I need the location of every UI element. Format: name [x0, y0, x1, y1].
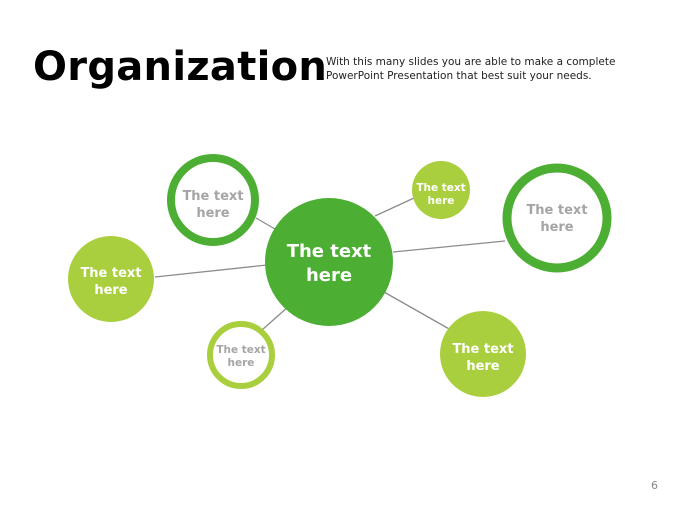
node-top-left-label: The text here — [182, 189, 244, 221]
node-right-label: The text here — [526, 203, 588, 235]
node-center-label: The text here — [286, 241, 372, 286]
connector-right — [392, 240, 506, 253]
node-bottom-left-ring — [207, 321, 275, 389]
page-number: 6 — [651, 479, 658, 492]
node-bottom-left-label: The text here — [216, 344, 266, 369]
node-top-small-circle — [412, 161, 470, 219]
node-bottom-right-circle — [440, 311, 526, 397]
connector-bottom-left — [261, 305, 290, 331]
slide-subtitle: With this many slides you are able to ma… — [326, 56, 616, 82]
connector-left — [154, 264, 268, 278]
node-top-left-ring — [167, 154, 259, 246]
node-right-ring — [502, 163, 612, 273]
node-top-small-label: The text here — [416, 182, 466, 207]
node-left-circle — [68, 236, 154, 322]
connector-bottom-right — [383, 291, 452, 331]
node-bottom-right-label: The text here — [452, 342, 514, 374]
node-left-label: The text here — [80, 266, 142, 298]
connector-top-small — [374, 197, 415, 217]
slide-title: Organization — [33, 44, 328, 90]
node-center-circle — [265, 198, 393, 326]
